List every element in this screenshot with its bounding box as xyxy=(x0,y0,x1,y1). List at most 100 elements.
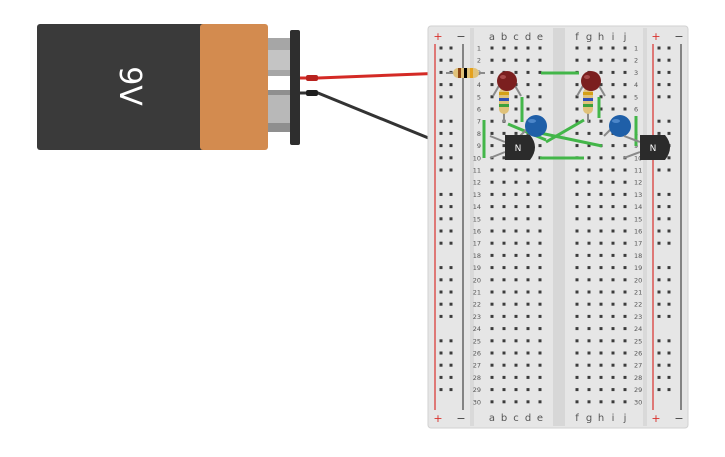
breadboard-hole[interactable] xyxy=(575,119,579,123)
rail-hole[interactable] xyxy=(439,131,443,135)
breadboard-hole[interactable] xyxy=(538,314,542,318)
breadboard-hole[interactable] xyxy=(623,144,627,148)
breadboard-hole[interactable] xyxy=(623,192,627,196)
breadboard-hole[interactable] xyxy=(611,302,615,306)
breadboard-hole[interactable] xyxy=(538,46,542,50)
rail-hole[interactable] xyxy=(657,46,661,50)
breadboard-hole[interactable] xyxy=(623,107,627,111)
breadboard-hole[interactable] xyxy=(611,363,615,367)
breadboard-hole[interactable] xyxy=(514,253,518,257)
breadboard-hole[interactable] xyxy=(490,302,494,306)
battery-wires[interactable] xyxy=(300,71,481,161)
breadboard-hole[interactable] xyxy=(526,205,530,209)
rail-hole[interactable] xyxy=(657,229,661,233)
breadboard-hole[interactable] xyxy=(587,156,591,160)
breadboard-hole[interactable] xyxy=(575,168,579,172)
breadboard-hole[interactable] xyxy=(587,144,591,148)
breadboard-hole[interactable] xyxy=(526,339,530,343)
breadboard-hole[interactable] xyxy=(623,266,627,270)
breadboard-hole[interactable] xyxy=(502,192,506,196)
breadboard-hole[interactable] xyxy=(502,217,506,221)
rail-hole[interactable] xyxy=(657,119,661,123)
breadboard-hole[interactable] xyxy=(538,58,542,62)
rail-hole[interactable] xyxy=(439,83,443,87)
breadboard-hole[interactable] xyxy=(611,95,615,99)
breadboard-hole[interactable] xyxy=(526,290,530,294)
rail-hole[interactable] xyxy=(657,131,661,135)
breadboard-hole[interactable] xyxy=(538,302,542,306)
breadboard-hole[interactable] xyxy=(538,217,542,221)
breadboard-hole[interactable] xyxy=(587,266,591,270)
breadboard-hole[interactable] xyxy=(514,131,518,135)
rail-hole[interactable] xyxy=(449,339,453,343)
breadboard-hole[interactable] xyxy=(611,400,615,404)
breadboard-hole[interactable] xyxy=(575,131,579,135)
rail-hole[interactable] xyxy=(449,192,453,196)
breadboard-hole[interactable] xyxy=(538,339,542,343)
breadboard-hole[interactable] xyxy=(538,351,542,355)
breadboard-hole[interactable] xyxy=(538,278,542,282)
breadboard-hole[interactable] xyxy=(611,388,615,392)
rail-hole[interactable] xyxy=(667,290,671,294)
breadboard-hole[interactable] xyxy=(502,205,506,209)
breadboard-hole[interactable] xyxy=(575,388,579,392)
breadboard-hole[interactable] xyxy=(575,314,579,318)
rail-hole[interactable] xyxy=(657,388,661,392)
breadboard-hole[interactable] xyxy=(611,278,615,282)
breadboard-hole[interactable] xyxy=(538,400,542,404)
breadboard-hole[interactable] xyxy=(502,266,506,270)
breadboard-hole[interactable] xyxy=(490,205,494,209)
rail-hole[interactable] xyxy=(657,363,661,367)
rail-hole[interactable] xyxy=(667,278,671,282)
breadboard-hole[interactable] xyxy=(587,46,591,50)
rail-hole[interactable] xyxy=(667,351,671,355)
breadboard-hole[interactable] xyxy=(490,363,494,367)
rail-hole[interactable] xyxy=(449,388,453,392)
breadboard-hole[interactable] xyxy=(514,400,518,404)
breadboard-hole[interactable] xyxy=(611,83,615,87)
breadboard-hole[interactable] xyxy=(599,241,603,245)
breadboard-hole[interactable] xyxy=(538,107,542,111)
breadboard-hole[interactable] xyxy=(490,229,494,233)
breadboard-hole[interactable] xyxy=(526,302,530,306)
rail-hole[interactable] xyxy=(667,168,671,172)
breadboard-hole[interactable] xyxy=(599,95,603,99)
breadboard-hole[interactable] xyxy=(490,119,494,123)
rail-hole[interactable] xyxy=(439,58,443,62)
breadboard-hole[interactable] xyxy=(526,168,530,172)
breadboard-hole[interactable] xyxy=(587,241,591,245)
breadboard-hole[interactable] xyxy=(575,327,579,331)
breadboard-hole[interactable] xyxy=(514,302,518,306)
rail-hole[interactable] xyxy=(439,217,443,221)
rail-hole[interactable] xyxy=(439,302,443,306)
rail-hole[interactable] xyxy=(439,363,443,367)
breadboard-hole[interactable] xyxy=(575,58,579,62)
rail-hole[interactable] xyxy=(449,83,453,87)
capacitor-right[interactable] xyxy=(603,115,631,137)
breadboard-hole[interactable] xyxy=(575,107,579,111)
rail-hole[interactable] xyxy=(449,131,453,135)
rail-hole[interactable] xyxy=(657,302,661,306)
breadboard-hole[interactable] xyxy=(490,180,494,184)
breadboard-hole[interactable] xyxy=(514,95,518,99)
breadboard-hole[interactable] xyxy=(611,144,615,148)
rail-hole[interactable] xyxy=(657,351,661,355)
breadboard-hole[interactable] xyxy=(490,351,494,355)
rail-hole[interactable] xyxy=(657,290,661,294)
breadboard-hole[interactable] xyxy=(526,351,530,355)
breadboard-hole[interactable] xyxy=(514,266,518,270)
breadboard-hole[interactable] xyxy=(526,388,530,392)
breadboard-hole[interactable] xyxy=(502,168,506,172)
rail-hole[interactable] xyxy=(439,241,443,245)
rail-hole[interactable] xyxy=(667,229,671,233)
breadboard-hole[interactable] xyxy=(526,229,530,233)
breadboard-hole[interactable] xyxy=(490,266,494,270)
rail-hole[interactable] xyxy=(657,95,661,99)
breadboard-hole[interactable] xyxy=(587,388,591,392)
rail-hole[interactable] xyxy=(439,388,443,392)
breadboard-hole[interactable] xyxy=(490,241,494,245)
rail-hole[interactable] xyxy=(657,192,661,196)
breadboard-hole[interactable] xyxy=(599,192,603,196)
rail-hole[interactable] xyxy=(667,388,671,392)
breadboard-hole[interactable] xyxy=(514,363,518,367)
